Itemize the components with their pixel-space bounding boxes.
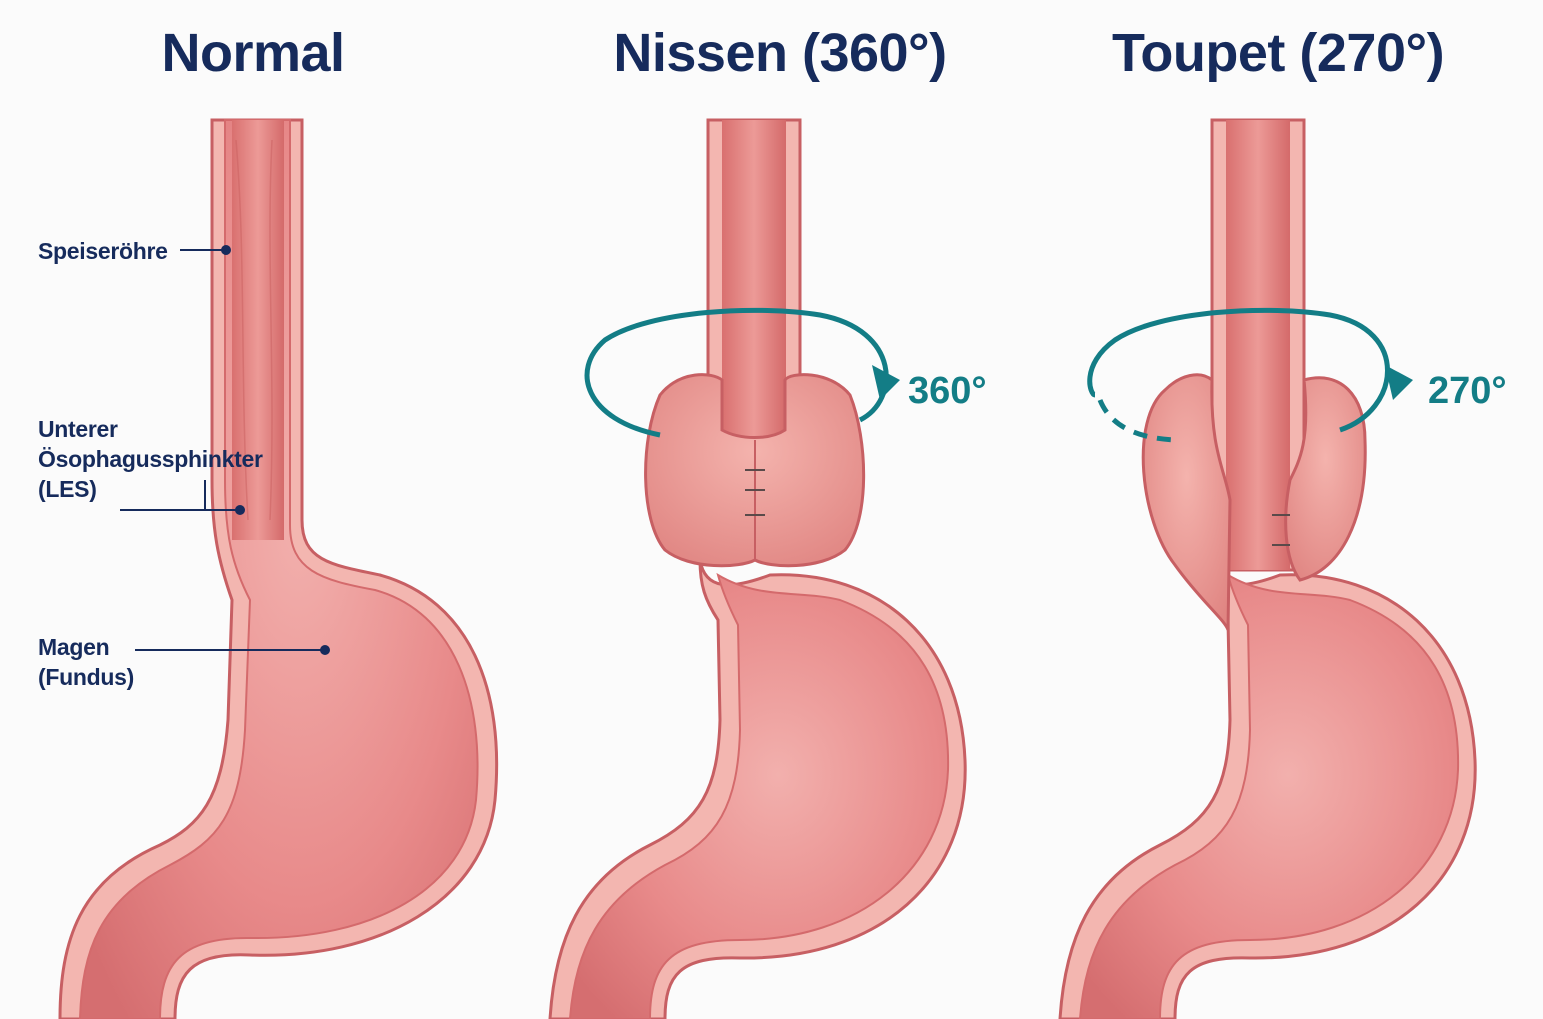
- label-stomach-line1: Magen: [38, 632, 134, 662]
- angle-label-toupet: 270°: [1428, 370, 1507, 413]
- toupet-anatomy: [1060, 120, 1475, 1019]
- label-esophagus-text: Speiseröhre: [38, 236, 168, 266]
- label-les-line2: Ösophagussphinkter: [38, 444, 263, 474]
- toupet-esophagus-lumen: [1226, 120, 1290, 570]
- nissen-anatomy: [550, 120, 965, 1019]
- panel-title-toupet: Toupet (270°): [1112, 22, 1444, 84]
- nissen-esophagus-lumen: [722, 120, 786, 450]
- label-stomach-line2: (Fundus): [38, 662, 134, 692]
- panel-title-normal: Normal: [161, 22, 344, 84]
- angle-label-nissen: 360°: [908, 370, 987, 413]
- label-les-line3: (LES): [38, 474, 263, 504]
- label-esophagus: Speiseröhre: [38, 236, 168, 266]
- panel-title-nissen: Nissen (360°): [613, 22, 946, 84]
- toupet-arrow-head: [1385, 365, 1413, 400]
- label-les-line1: Unterer: [38, 414, 263, 444]
- label-les: Unterer Ösophagussphinkter (LES): [38, 414, 263, 504]
- label-stomach: Magen (Fundus): [38, 632, 134, 692]
